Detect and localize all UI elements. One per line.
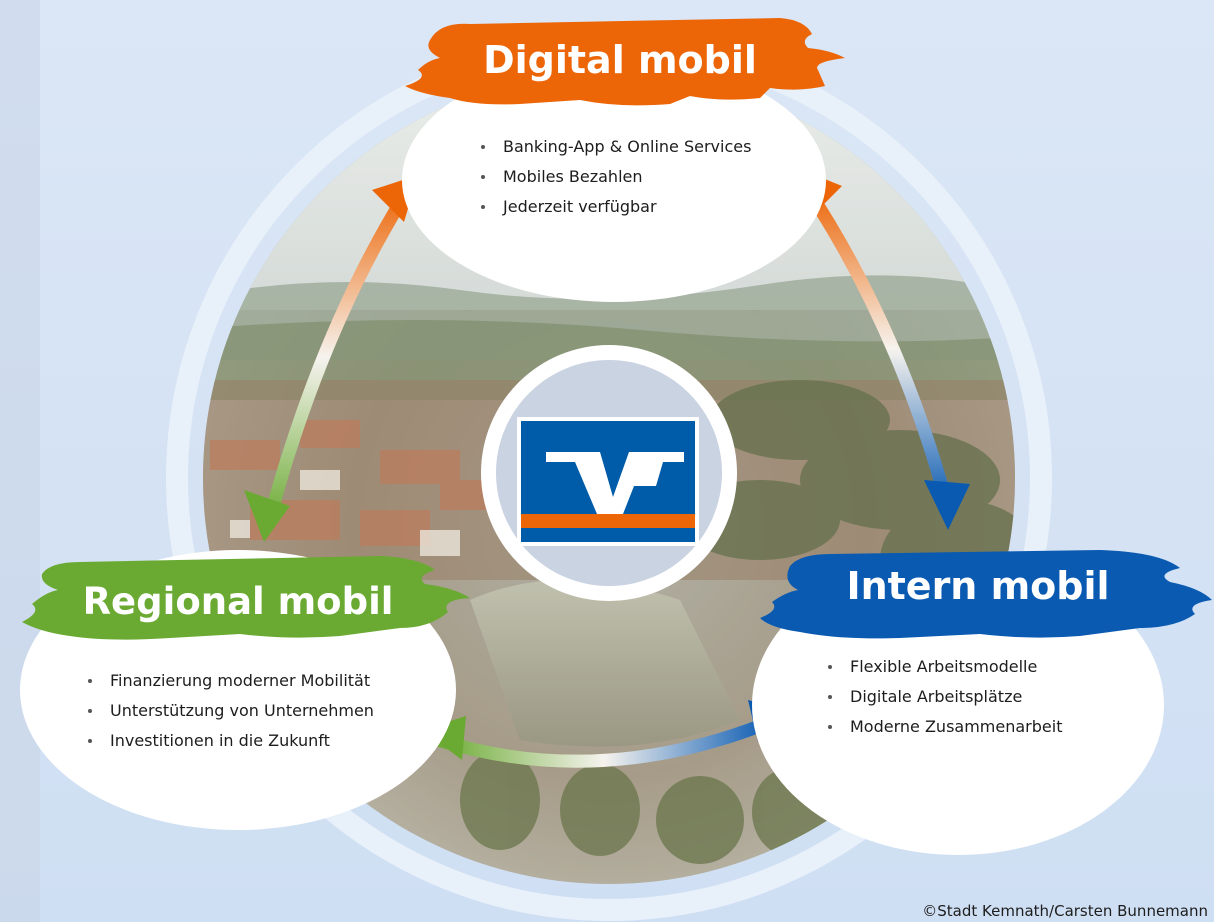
volksbank-logo — [517, 417, 699, 546]
regional-banner — [22, 556, 470, 640]
digital-list: Banking-App & Online Services Mobiles Be… — [479, 136, 751, 226]
list-item: Moderne Zusammenarbeit — [826, 716, 1062, 746]
list-item: Mobiles Bezahlen — [479, 166, 751, 196]
digital-title: Digital mobil — [483, 38, 757, 82]
digital-bubble — [402, 58, 826, 302]
regional-title: Regional mobil — [83, 580, 394, 623]
list-item: Jederzeit verfügbar — [479, 196, 751, 226]
list-item: Unterstützung von Unternehmen — [86, 700, 374, 730]
regional-list: Finanzierung moderner Mobilität Unterstü… — [86, 670, 374, 760]
intern-title: Intern mobil — [846, 564, 1109, 608]
digital-banner — [405, 18, 845, 106]
intern-list: Flexible Arbeitsmodelle Digitale Arbeits… — [826, 656, 1062, 746]
list-item: Banking-App & Online Services — [479, 136, 751, 166]
list-item: Finanzierung moderner Mobilität — [86, 670, 374, 700]
list-item: Flexible Arbeitsmodelle — [826, 656, 1062, 686]
list-item: Digitale Arbeitsplätze — [826, 686, 1062, 716]
photo-credit: ©Stadt Kemnath/Carsten Bunnemann — [922, 902, 1208, 920]
intern-banner — [760, 550, 1212, 639]
background-shadow — [0, 0, 40, 922]
list-item: Investitionen in die Zukunft — [86, 730, 374, 760]
